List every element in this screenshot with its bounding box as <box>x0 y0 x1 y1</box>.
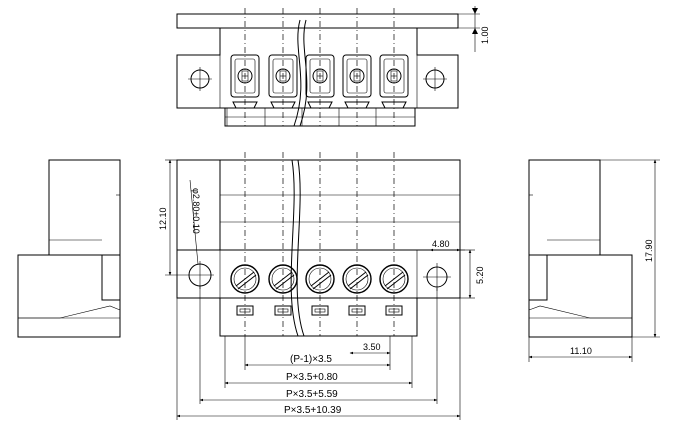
top-terminal-1 <box>226 8 260 126</box>
dim-hole-dia: φ2.80±0.10 <box>191 188 201 234</box>
dim-edge-offset: 4.80 <box>432 239 450 249</box>
dim-row-1: (P-1)×3.5 <box>290 354 332 365</box>
top-view: 1.00 <box>176 6 490 127</box>
dim-pitch: 3.50 <box>363 342 381 352</box>
dim-hole-row: 5.20 <box>475 266 485 284</box>
top-terminal-2 <box>264 8 298 126</box>
dim-side-depth: 11.10 <box>570 346 592 356</box>
front-terminal-1 <box>230 152 260 336</box>
right-side-view: 17.90 11.10 <box>528 159 660 362</box>
dim-side-height: 17.90 <box>644 239 654 262</box>
front-view: 12.10 φ2.80±0.10 4.80 5.20 3.50 (P-1)×3.… <box>158 152 485 420</box>
front-terminal-4 <box>342 152 372 336</box>
top-terminal-4 <box>338 8 372 126</box>
top-terminal-3 <box>301 8 335 126</box>
dim-row-4: P×3.5+10.39 <box>284 405 342 416</box>
dim-body-height: 12.10 <box>158 207 168 230</box>
dim-row-3: P×3.5+5.59 <box>286 389 338 400</box>
top-mount-hole-right <box>423 67 447 91</box>
dim-row-2: P×3.5+0.80 <box>286 372 338 383</box>
dim-top-height: 1.00 <box>480 26 490 44</box>
front-terminal-5 <box>379 152 409 336</box>
front-mount-hole-right <box>423 263 451 291</box>
front-terminal-3 <box>305 152 335 336</box>
top-terminal-5 <box>375 8 409 126</box>
top-mount-hole-left <box>188 67 212 91</box>
left-side-view <box>17 159 121 338</box>
front-mount-hole-left <box>186 261 214 289</box>
